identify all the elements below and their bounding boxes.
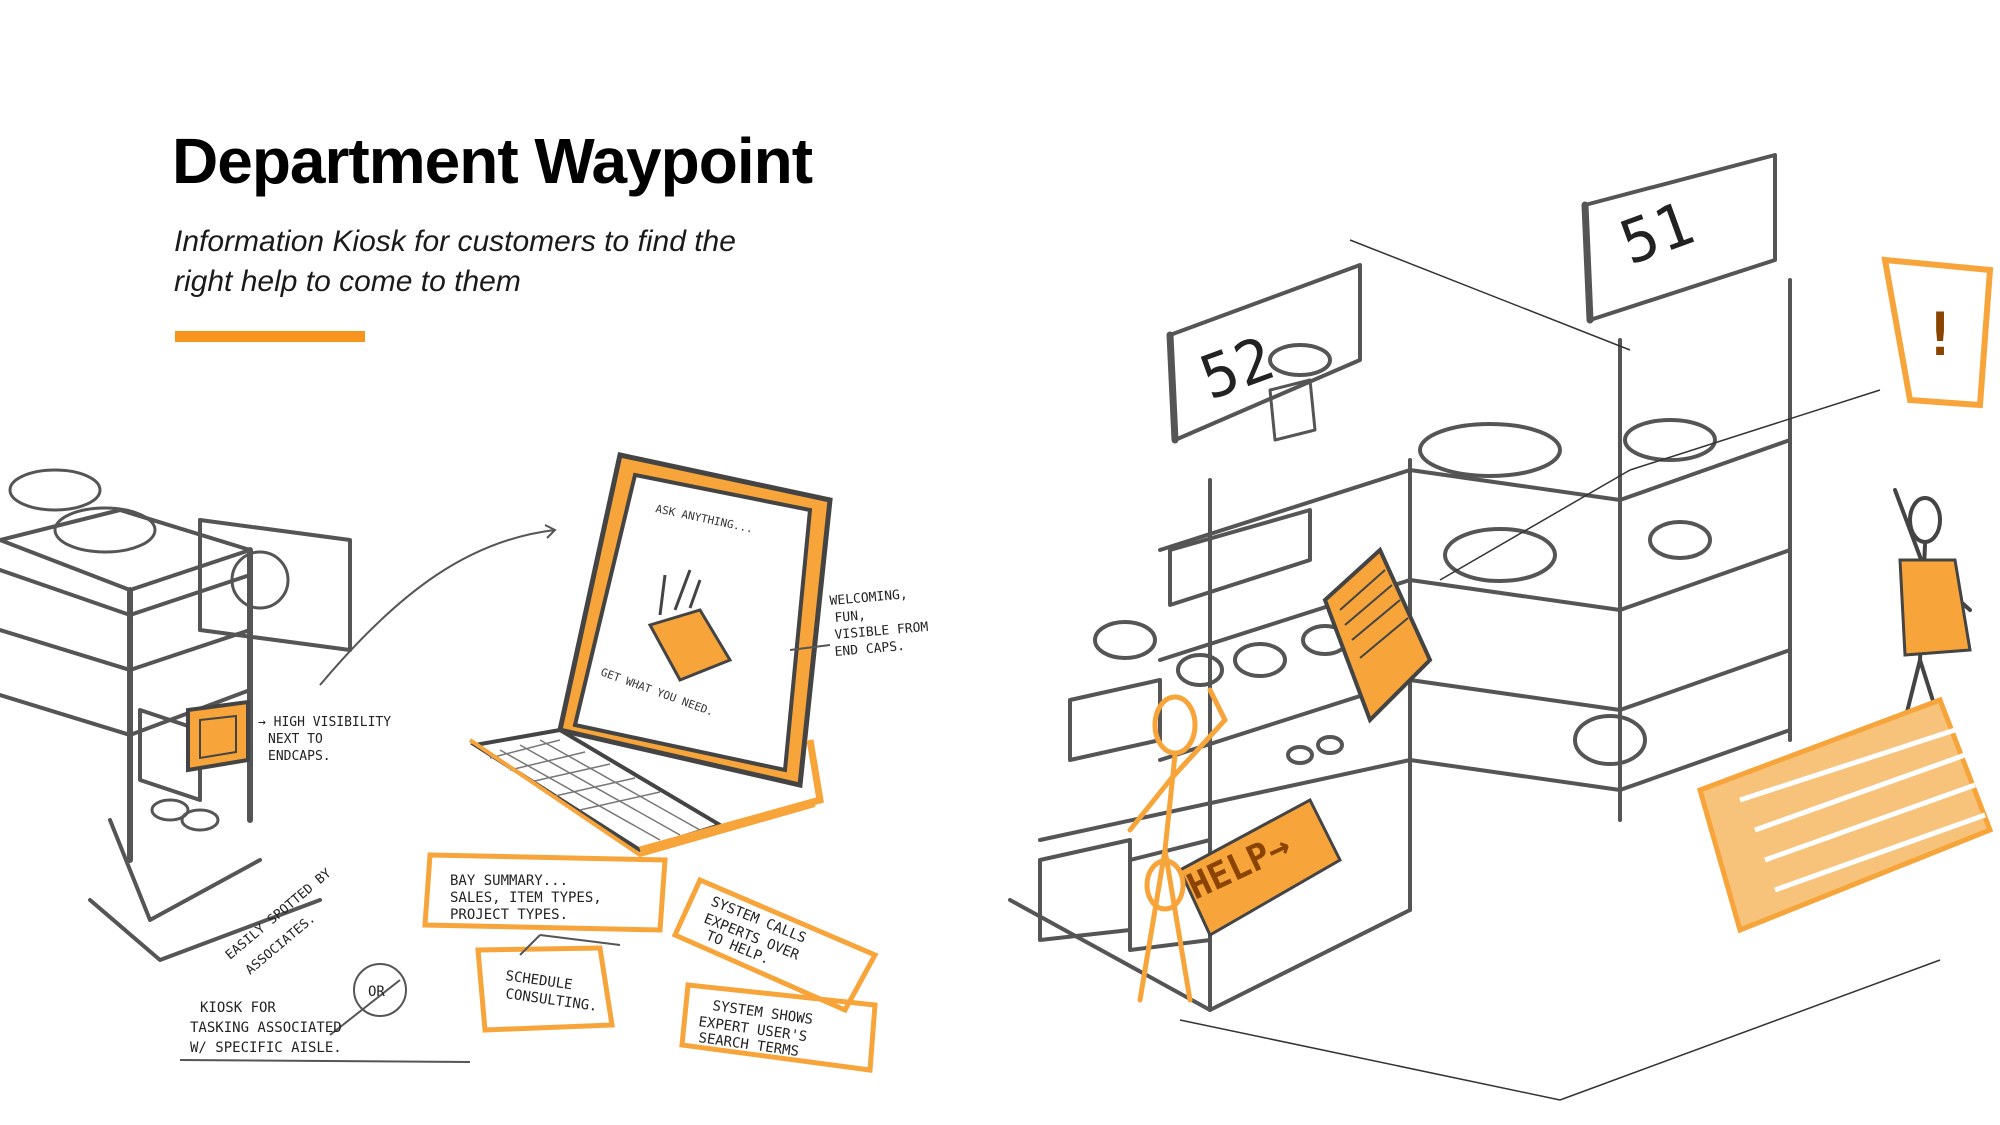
- note-high-visibility-3: ENDCAPS.: [268, 749, 331, 764]
- customer-figure: [1127, 687, 1229, 1003]
- alert-glyph: !: [1922, 300, 1958, 370]
- note-welcoming-4: END CAPS.: [834, 639, 905, 660]
- large-kiosk: ASK ANYTHING... GET WHAT YOU NEED.: [468, 452, 833, 858]
- kiosk-concept-sketch: ASK ANYTHING... GET WHAT YOU NEED. → HIG…: [0, 452, 929, 1073]
- box-bay-summary-1: BAY SUMMARY...: [450, 873, 568, 889]
- subtitle-line-1: Information Kiosk for customers to find …: [174, 225, 736, 258]
- floor-crosswalk: [1696, 696, 1994, 934]
- note-kiosk-1: KIOSK FOR: [200, 1000, 276, 1016]
- accent-bar: [175, 331, 365, 342]
- endcap-kiosk-panel: [1322, 546, 1433, 724]
- subtitle-line-2: right help to come to them: [174, 265, 521, 298]
- note-high-visibility-1: → HIGH VISIBILITY: [258, 715, 391, 730]
- aisle-51-number: 51: [1611, 189, 1703, 279]
- endcap-kiosk-screen: [186, 699, 250, 773]
- alert-bubble: [1881, 256, 1994, 409]
- box-bay-summary-2: SALES, ITEM TYPES,: [450, 890, 602, 906]
- page-subtitle: Information Kiosk for customers to find …: [174, 222, 854, 302]
- note-kiosk-3: W/ SPECIFIC AISLE.: [190, 1040, 342, 1056]
- aisle-scene-sketch: 52 51 HELP→ !: [1008, 153, 1994, 1101]
- note-high-visibility-2: NEXT TO: [268, 732, 323, 747]
- page-title: Department Waypoint: [172, 125, 813, 197]
- or-label: OR: [368, 984, 385, 1000]
- box-bay-summary-3: PROJECT TYPES.: [450, 907, 568, 923]
- note-welcoming-1: WELCOMING,: [829, 587, 908, 609]
- note-kiosk-2: TASKING ASSOCIATED: [190, 1020, 342, 1036]
- note-welcoming-2: FUN,: [834, 608, 867, 626]
